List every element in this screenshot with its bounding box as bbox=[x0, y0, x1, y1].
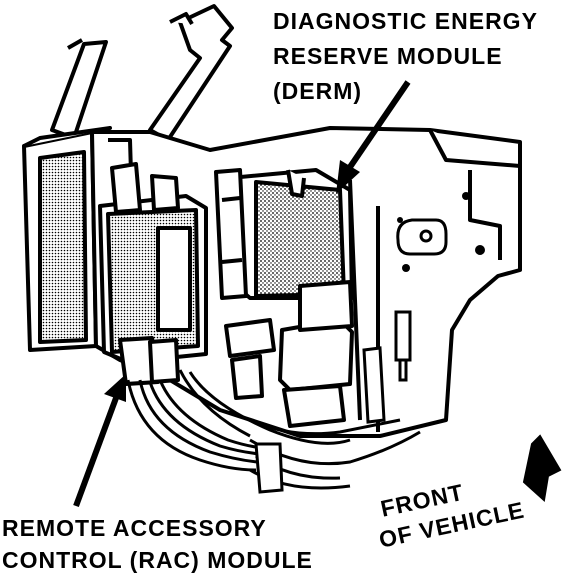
harness-clip bbox=[254, 442, 284, 494]
rac-label-line-2: CONTROL (RAC) MODULE bbox=[2, 547, 313, 573]
terminal-tabs bbox=[362, 310, 412, 424]
front-arrow-icon bbox=[522, 434, 562, 502]
lower-relays bbox=[224, 280, 354, 428]
rac-label: REMOTE ACCESSORY CONTROL (RAC) MODULE bbox=[2, 512, 313, 576]
screw-icon bbox=[419, 229, 433, 243]
derm-label-line-2: RESERVE MODULE bbox=[273, 43, 503, 69]
rac-leader-arrow bbox=[73, 374, 126, 508]
derm-label-line-1: DIAGNOSTIC ENERGY bbox=[273, 8, 538, 34]
derm-label-line-3: (DERM) bbox=[273, 78, 363, 104]
rac-module bbox=[98, 162, 208, 386]
left-housing bbox=[22, 126, 112, 352]
derm-label: DIAGNOSTIC ENERGY RESERVE MODULE (DERM) bbox=[273, 4, 538, 109]
mounting-brackets bbox=[50, 4, 234, 142]
mounting-slot bbox=[396, 218, 448, 256]
derm-module bbox=[214, 168, 354, 300]
derm-leader-arrow bbox=[336, 80, 411, 194]
rac-label-line-1: REMOTE ACCESSORY bbox=[2, 515, 267, 541]
wire-harness bbox=[126, 369, 421, 490]
